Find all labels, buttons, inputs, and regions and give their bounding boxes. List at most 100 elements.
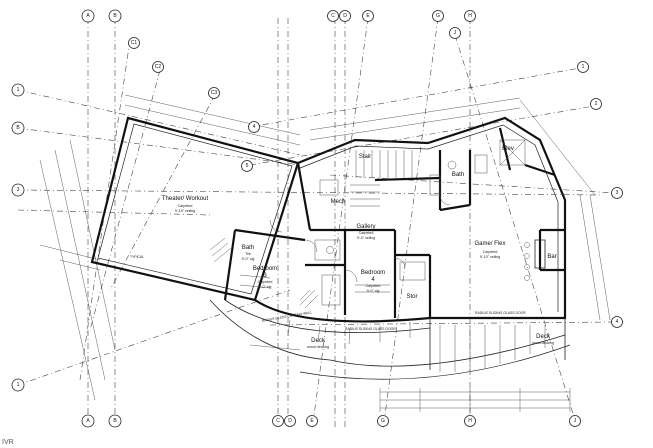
svg-text:1: 1	[17, 382, 20, 388]
svg-text:E: E	[366, 13, 370, 19]
grid-bubble-top-H: H	[464, 10, 476, 22]
room-elev: Elev	[502, 146, 514, 152]
svg-text:Carpeted: Carpeted	[258, 280, 273, 284]
svg-text:9'-0" ceiling: 9'-0" ceiling	[357, 236, 375, 240]
svg-text:1: 1	[17, 87, 20, 93]
svg-text:C2: C2	[155, 64, 162, 70]
grid-bubble-misc-4: 4	[248, 121, 260, 133]
svg-text:5: 5	[246, 163, 249, 169]
svg-text:4: 4	[253, 124, 256, 130]
svg-text:Stor: Stor	[406, 294, 417, 300]
grid-bubble-top-B: B	[108, 9, 122, 23]
svg-text:B: B	[113, 418, 117, 424]
svg-text:Elev: Elev	[502, 146, 514, 152]
svg-text:Deck: Deck	[536, 334, 551, 340]
grid-bubble-right-2: 2	[590, 98, 602, 110]
svg-text:4: 4	[616, 319, 619, 325]
grid-bubble-left-1: 1	[11, 83, 25, 97]
svg-text:E: E	[310, 418, 314, 424]
room-bar: Bar	[547, 254, 556, 260]
svg-text:Theater/ Workout: Theater/ Workout	[162, 196, 209, 202]
svg-text:1: 1	[582, 64, 585, 70]
svg-text:H: H	[468, 13, 472, 19]
grid-bubble-bottom-C: C	[272, 415, 284, 427]
svg-text:3: 3	[263, 273, 267, 279]
room-storage: Stor	[406, 294, 417, 300]
svg-text:D: D	[288, 418, 292, 424]
grid-bubble-top-G: G	[432, 10, 444, 22]
grid-bubble-bottom-B: B	[108, 414, 122, 428]
watermark-text: IVR	[2, 439, 14, 446]
room-labels: Theater/ Workout Carpeted 9'-10" ceiling…	[162, 146, 557, 349]
room-bedroom-4: Bedroom 4 Carpeted 9'-0" clg	[361, 270, 385, 293]
svg-text:Deck: Deck	[311, 338, 326, 344]
room-deck-west: Deck wood decking	[307, 338, 329, 349]
svg-text:C: C	[331, 13, 335, 19]
svg-text:RADIUS SLIDING GLASS DOOR: RADIUS SLIDING GLASS DOOR	[345, 327, 396, 331]
interior-walls	[209, 127, 565, 345]
svg-text:C1: C1	[131, 40, 138, 46]
grid-bubble-bottom-J: J	[569, 415, 581, 427]
grid-bubble-right-4: 4	[611, 316, 623, 328]
svg-text:G: G	[381, 418, 385, 424]
room-bath-lower: Bath Tile 9'-0" clg	[242, 245, 255, 261]
svg-text:RADIUS SLIDING GLASS DOOR: RADIUS SLIDING GLASS DOOR	[475, 311, 526, 315]
svg-text:Mech: Mech	[331, 199, 346, 205]
grid-bubble-misc-C3: C3	[208, 87, 220, 99]
svg-text:Bath: Bath	[242, 245, 254, 251]
room-gallery: Gallery Carpeted 9'-0" ceiling	[356, 224, 375, 240]
grid-bubble-misc-5: 5	[241, 160, 253, 172]
svg-text:A: A	[86, 13, 90, 19]
grid-bubble-misc-C1: C1	[128, 37, 140, 49]
grid-bubble-top-E: E	[362, 10, 374, 22]
svg-text:Bath: Bath	[452, 172, 464, 178]
svg-text:H: H	[468, 418, 472, 424]
grid-bubble-misc-C2: C2	[152, 61, 164, 73]
svg-text:wood decking: wood decking	[532, 341, 554, 345]
exterior-walls	[90, 116, 571, 380]
grid-bubble-left-3: 3	[11, 183, 25, 197]
room-bath-upper: Bath	[452, 172, 464, 178]
svg-text:G: G	[436, 13, 440, 19]
grid-bubble-right-3: 3	[611, 187, 623, 199]
svg-text:9'-0" clg: 9'-0" clg	[367, 289, 380, 293]
svg-text:9'-10" ceiling: 9'-10" ceiling	[175, 209, 195, 213]
svg-text:9'-10" ceiling: 9'-10" ceiling	[480, 255, 500, 259]
grid-bubble-top-J: J	[449, 27, 461, 39]
svg-text:Tile: Tile	[245, 252, 251, 256]
svg-text:Stair: Stair	[359, 154, 371, 160]
svg-text:Bar: Bar	[547, 254, 556, 260]
svg-text:B: B	[16, 125, 20, 131]
grid-bubble-top-D: D	[339, 10, 351, 22]
svg-text:Carpeted: Carpeted	[178, 204, 193, 208]
svg-text:9'-0" clg: 9'-0" clg	[242, 257, 255, 261]
svg-text:B: B	[113, 13, 117, 19]
room-bedroom-3: Bedroom 3 Carpeted 9'-0" clg	[253, 266, 277, 289]
room-mech: Mech	[331, 199, 346, 205]
svg-text:A: A	[86, 418, 90, 424]
grid-bubble-bottom-G: G	[377, 415, 389, 427]
grid-bubble-right-1: 1	[577, 61, 589, 73]
svg-text:2: 2	[595, 101, 598, 107]
svg-text:4: 4	[371, 277, 375, 283]
room-stair: Stair	[359, 154, 371, 160]
room-deck-east: Deck wood decking	[532, 334, 554, 345]
svg-text:3: 3	[17, 187, 20, 193]
grid-bubble-left-1b: 1	[11, 378, 25, 392]
room-game-flex: Game/ Flex Carpeted 9'-10" ceiling	[474, 241, 505, 259]
svg-text:Carpeted: Carpeted	[483, 250, 498, 254]
room-theater-workout: Theater/ Workout Carpeted 9'-10" ceiling	[162, 196, 209, 213]
grid-bubble-bottom-A: A	[81, 414, 95, 428]
grid-bubbles: A B C D E G H J A B C D E G H J 1 B 3 1 …	[11, 9, 623, 428]
grid-bubble-bottom-E: E	[306, 415, 318, 427]
svg-text:Carpeted: Carpeted	[359, 231, 374, 235]
svg-text:J: J	[574, 418, 577, 424]
grid-bubble-top-A: A	[81, 9, 95, 23]
svg-text:9'-0" clg: 9'-0" clg	[259, 285, 272, 289]
grid-bubble-top-C: C	[327, 10, 339, 22]
svg-text:TYPICAL: TYPICAL	[130, 255, 144, 259]
svg-text:C3: C3	[211, 90, 218, 96]
svg-text:J: J	[454, 30, 457, 36]
svg-text:Gallery: Gallery	[356, 224, 375, 230]
